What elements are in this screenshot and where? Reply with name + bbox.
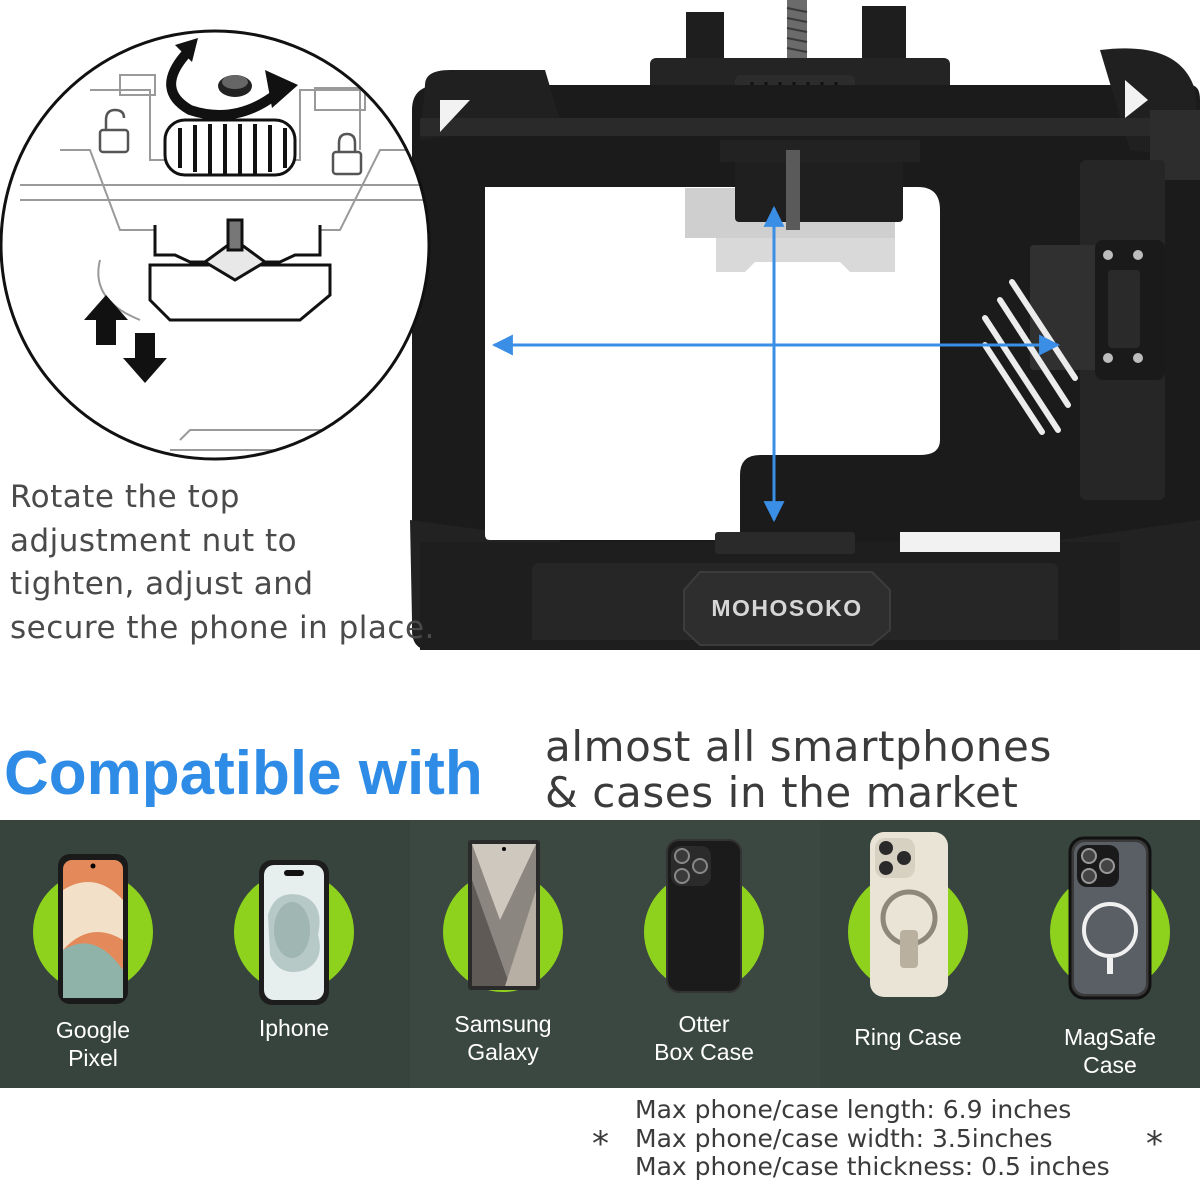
otter-box-case-image [666,839,742,993]
label-line: Otter [678,1011,730,1037]
phone-label-otter-box-case: Otter Box Case [604,1010,804,1066]
product-illustration: MOHOSOKO [0,0,1200,650]
phone-label-samsung-galaxy: Samsung Galaxy [403,1010,603,1066]
instruction-line: adjustment nut to [10,522,298,559]
label-line: Galaxy [467,1039,539,1065]
compatible-title: Compatible with [4,739,483,808]
label-line: Ring Case [854,1024,962,1050]
samsung-galaxy-image [468,840,540,990]
ring-case-image [870,832,948,997]
size-specs: Max phone/case length: 6.9 inches Max ph… [635,1095,1110,1182]
instruction-line: tighten, adjust and [10,566,314,602]
rotate-arrow-icon [166,38,298,120]
device-images [33,832,1170,1005]
instruction-line: secure the phone in place. [10,609,435,646]
google-pixel-image [58,854,128,1004]
iphone-image [259,860,329,1005]
label-line: MagSafe [1063,1024,1157,1050]
phone-label-google-pixel: Google Pixel [0,1016,193,1072]
phone-label-iphone: Iphone [194,1014,394,1042]
label-line: Google [55,1017,131,1043]
magsafe-case-image [1068,836,1152,1000]
compatible-subtitle: almost all smartphones & cases in the ma… [545,724,1052,816]
brand-logo: MOHOSOKO [711,595,862,621]
instruction-line: Rotate the top [10,479,240,515]
adjustment-nut [163,75,297,177]
up-down-arrows-icon [84,295,167,383]
spec-line: Max phone/case width: 3.5inches [635,1123,1053,1153]
spec-marker-left: * [592,1124,609,1164]
label-line: Box Case [654,1039,754,1065]
label-line: Samsung [454,1011,552,1037]
subtitle-line: & cases in the market [545,768,1019,817]
label-line: Pixel [68,1045,118,1071]
spec-line: Max phone/case length: 6.9 inches [635,1095,1072,1124]
label-line: Iphone [258,1015,330,1041]
phone-label-magsafe-case: MagSafe Case [1010,1023,1200,1079]
phone-label-ring-case: Ring Case [808,1023,1008,1051]
label-line: Case [1083,1052,1137,1078]
compatible-devices-strip: Google Pixel Iphone Samsung Galaxy Otter… [0,820,1200,1088]
spec-marker-right: * [1146,1124,1163,1164]
clamp-bracket [148,218,332,322]
subtitle-line: almost all smartphones [545,722,1052,771]
lock-icon [331,132,363,176]
spec-line: Max phone/case thickness: 0.5 inches [635,1152,1110,1181]
instruction-text: Rotate the top adjustment nut to tighten… [10,476,450,650]
zoom-inset [0,29,431,461]
unlock-icon [98,108,130,154]
phone-rig-cage [410,0,1200,650]
